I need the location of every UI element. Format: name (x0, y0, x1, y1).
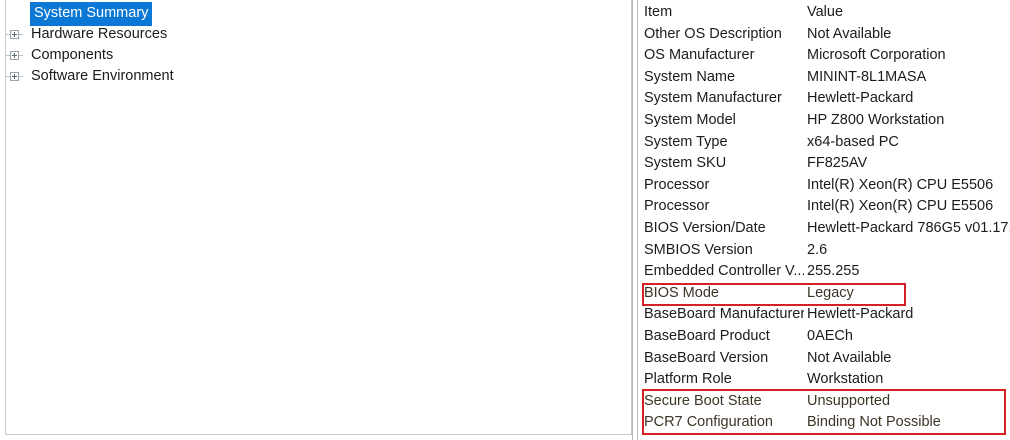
detail-item-name: SMBIOS Version (644, 241, 753, 258)
detail-item-name: BaseBoard Product (644, 327, 770, 344)
detail-item-value: Unsupported (807, 392, 891, 409)
pane-splitter[interactable] (632, 0, 638, 440)
detail-item-name: BaseBoard Manufacturer (644, 306, 804, 323)
detail-item-name: System SKU (644, 155, 727, 172)
detail-row[interactable]: System Manufacturer Hewlett-Packard (638, 88, 1010, 110)
detail-item-name: BIOS Version/Date (644, 219, 766, 236)
column-header-value: Value (807, 4, 844, 20)
tree-item-software-environment[interactable]: Software Environment (6, 66, 631, 87)
detail-item-name: OS Manufacturer (644, 47, 755, 64)
tree-item-system-summary[interactable]: System Summary (6, 1, 631, 26)
detail-item-value: 255.255 (807, 263, 860, 280)
expand-plus-icon[interactable] (6, 66, 28, 87)
tree-indent-spacer (8, 3, 30, 24)
expand-plus-icon[interactable] (6, 45, 28, 66)
column-header-item: Item (644, 4, 673, 20)
detail-item-name: Other OS Description (644, 25, 782, 42)
detail-item-value: Not Available (807, 25, 892, 42)
detail-item-name: System Model (644, 111, 736, 128)
detail-item-value: MININT-8L1MASA (807, 68, 927, 85)
detail-item-name: Embedded Controller V... (644, 263, 804, 280)
detail-row[interactable]: SMBIOS Version 2.6 (638, 240, 1010, 262)
detail-row[interactable]: Other OS Description Not Available (638, 24, 1010, 46)
detail-item-value: Intel(R) Xeon(R) CPU E5506 (807, 198, 994, 215)
tree-connector-right (19, 55, 23, 56)
detail-item-name: BaseBoard Version (644, 349, 769, 366)
tree-connector-right (19, 76, 23, 77)
tree-item-label: Software Environment (31, 68, 174, 84)
details-header-row: Item Value (638, 2, 1010, 24)
detail-item-value: Binding Not Possible (807, 414, 941, 431)
tree-item-hardware-resources[interactable]: Hardware Resources (6, 24, 631, 45)
detail-item-name: System Manufacturer (644, 90, 782, 107)
detail-item-name: PCR7 Configuration (644, 414, 773, 431)
detail-row[interactable]: System SKU FF825AV (638, 153, 1010, 175)
tree-connector-right (19, 34, 23, 35)
tree-item-label: Components (31, 47, 114, 63)
tree-connector-left (6, 76, 10, 77)
detail-row[interactable]: System Name MININT-8L1MASA (638, 67, 1010, 89)
detail-item-value: Hewlett-Packard 786G5 v01.17, 8/ (807, 219, 1010, 236)
detail-row[interactable]: BaseBoard Version Not Available (638, 348, 1010, 370)
detail-row[interactable]: PCR7 Configuration Binding Not Possible (638, 412, 1010, 434)
detail-row[interactable]: Platform Role Workstation (638, 369, 1010, 391)
detail-row[interactable]: Secure Boot State Unsupported (638, 391, 1010, 413)
detail-item-name: Platform Role (644, 371, 732, 388)
detail-item-name: Processor (644, 176, 710, 193)
detail-row[interactable]: System Model HP Z800 Workstation (638, 110, 1010, 132)
detail-item-value: Hewlett-Packard (807, 90, 914, 107)
detail-item-value: Not Available (807, 349, 892, 366)
detail-item-value: 2.6 (807, 241, 828, 258)
tree-item-label: System Summary (30, 1, 153, 26)
detail-row[interactable]: BIOS Version/Date Hewlett-Packard 786G5 v… (638, 218, 1010, 240)
detail-row[interactable]: BaseBoard Product 0AECh (638, 326, 1010, 348)
detail-item-name: Secure Boot State (644, 392, 762, 409)
detail-row[interactable]: BIOS Mode Legacy (638, 283, 1010, 305)
detail-item-value: Legacy (807, 284, 854, 301)
detail-item-value: Workstation (807, 371, 884, 388)
detail-row[interactable]: OS Manufacturer Microsoft Corporation (638, 45, 1010, 67)
detail-item-value: Microsoft Corporation (807, 47, 946, 64)
detail-item-value: x64-based PC (807, 133, 899, 150)
detail-item-value: Hewlett-Packard (807, 306, 914, 323)
detail-row[interactable]: Embedded Controller V...255.255 (638, 261, 1010, 283)
detail-row[interactable]: Processor Intel(R) Xeon(R) CPU E5506 (638, 196, 1010, 218)
detail-row[interactable]: Processor Intel(R) Xeon(R) CPU E5506 (638, 175, 1010, 197)
tree-connector-left (6, 34, 10, 35)
detail-item-name: System Name (644, 68, 736, 85)
detail-item-value: HP Z800 Workstation (807, 111, 945, 128)
detail-item-value: 0AECh (807, 327, 853, 344)
detail-item-name: Processor (644, 198, 710, 215)
tree-item-label: Hardware Resources (31, 26, 168, 42)
detail-row[interactable]: System Type x64-based PC (638, 132, 1010, 154)
detail-item-name: BIOS Mode (644, 284, 719, 301)
plus-icon[interactable] (10, 72, 19, 81)
tree-item-components[interactable]: Components (6, 45, 631, 66)
detail-item-value: Intel(R) Xeon(R) CPU E5506 (807, 176, 994, 193)
tree-connector-left (6, 55, 10, 56)
plus-icon[interactable] (10, 51, 19, 60)
detail-item-name: System Type (644, 133, 728, 150)
plus-icon[interactable] (10, 30, 19, 39)
detail-item-value: FF825AV (807, 155, 868, 172)
expand-plus-icon[interactable] (6, 24, 28, 45)
